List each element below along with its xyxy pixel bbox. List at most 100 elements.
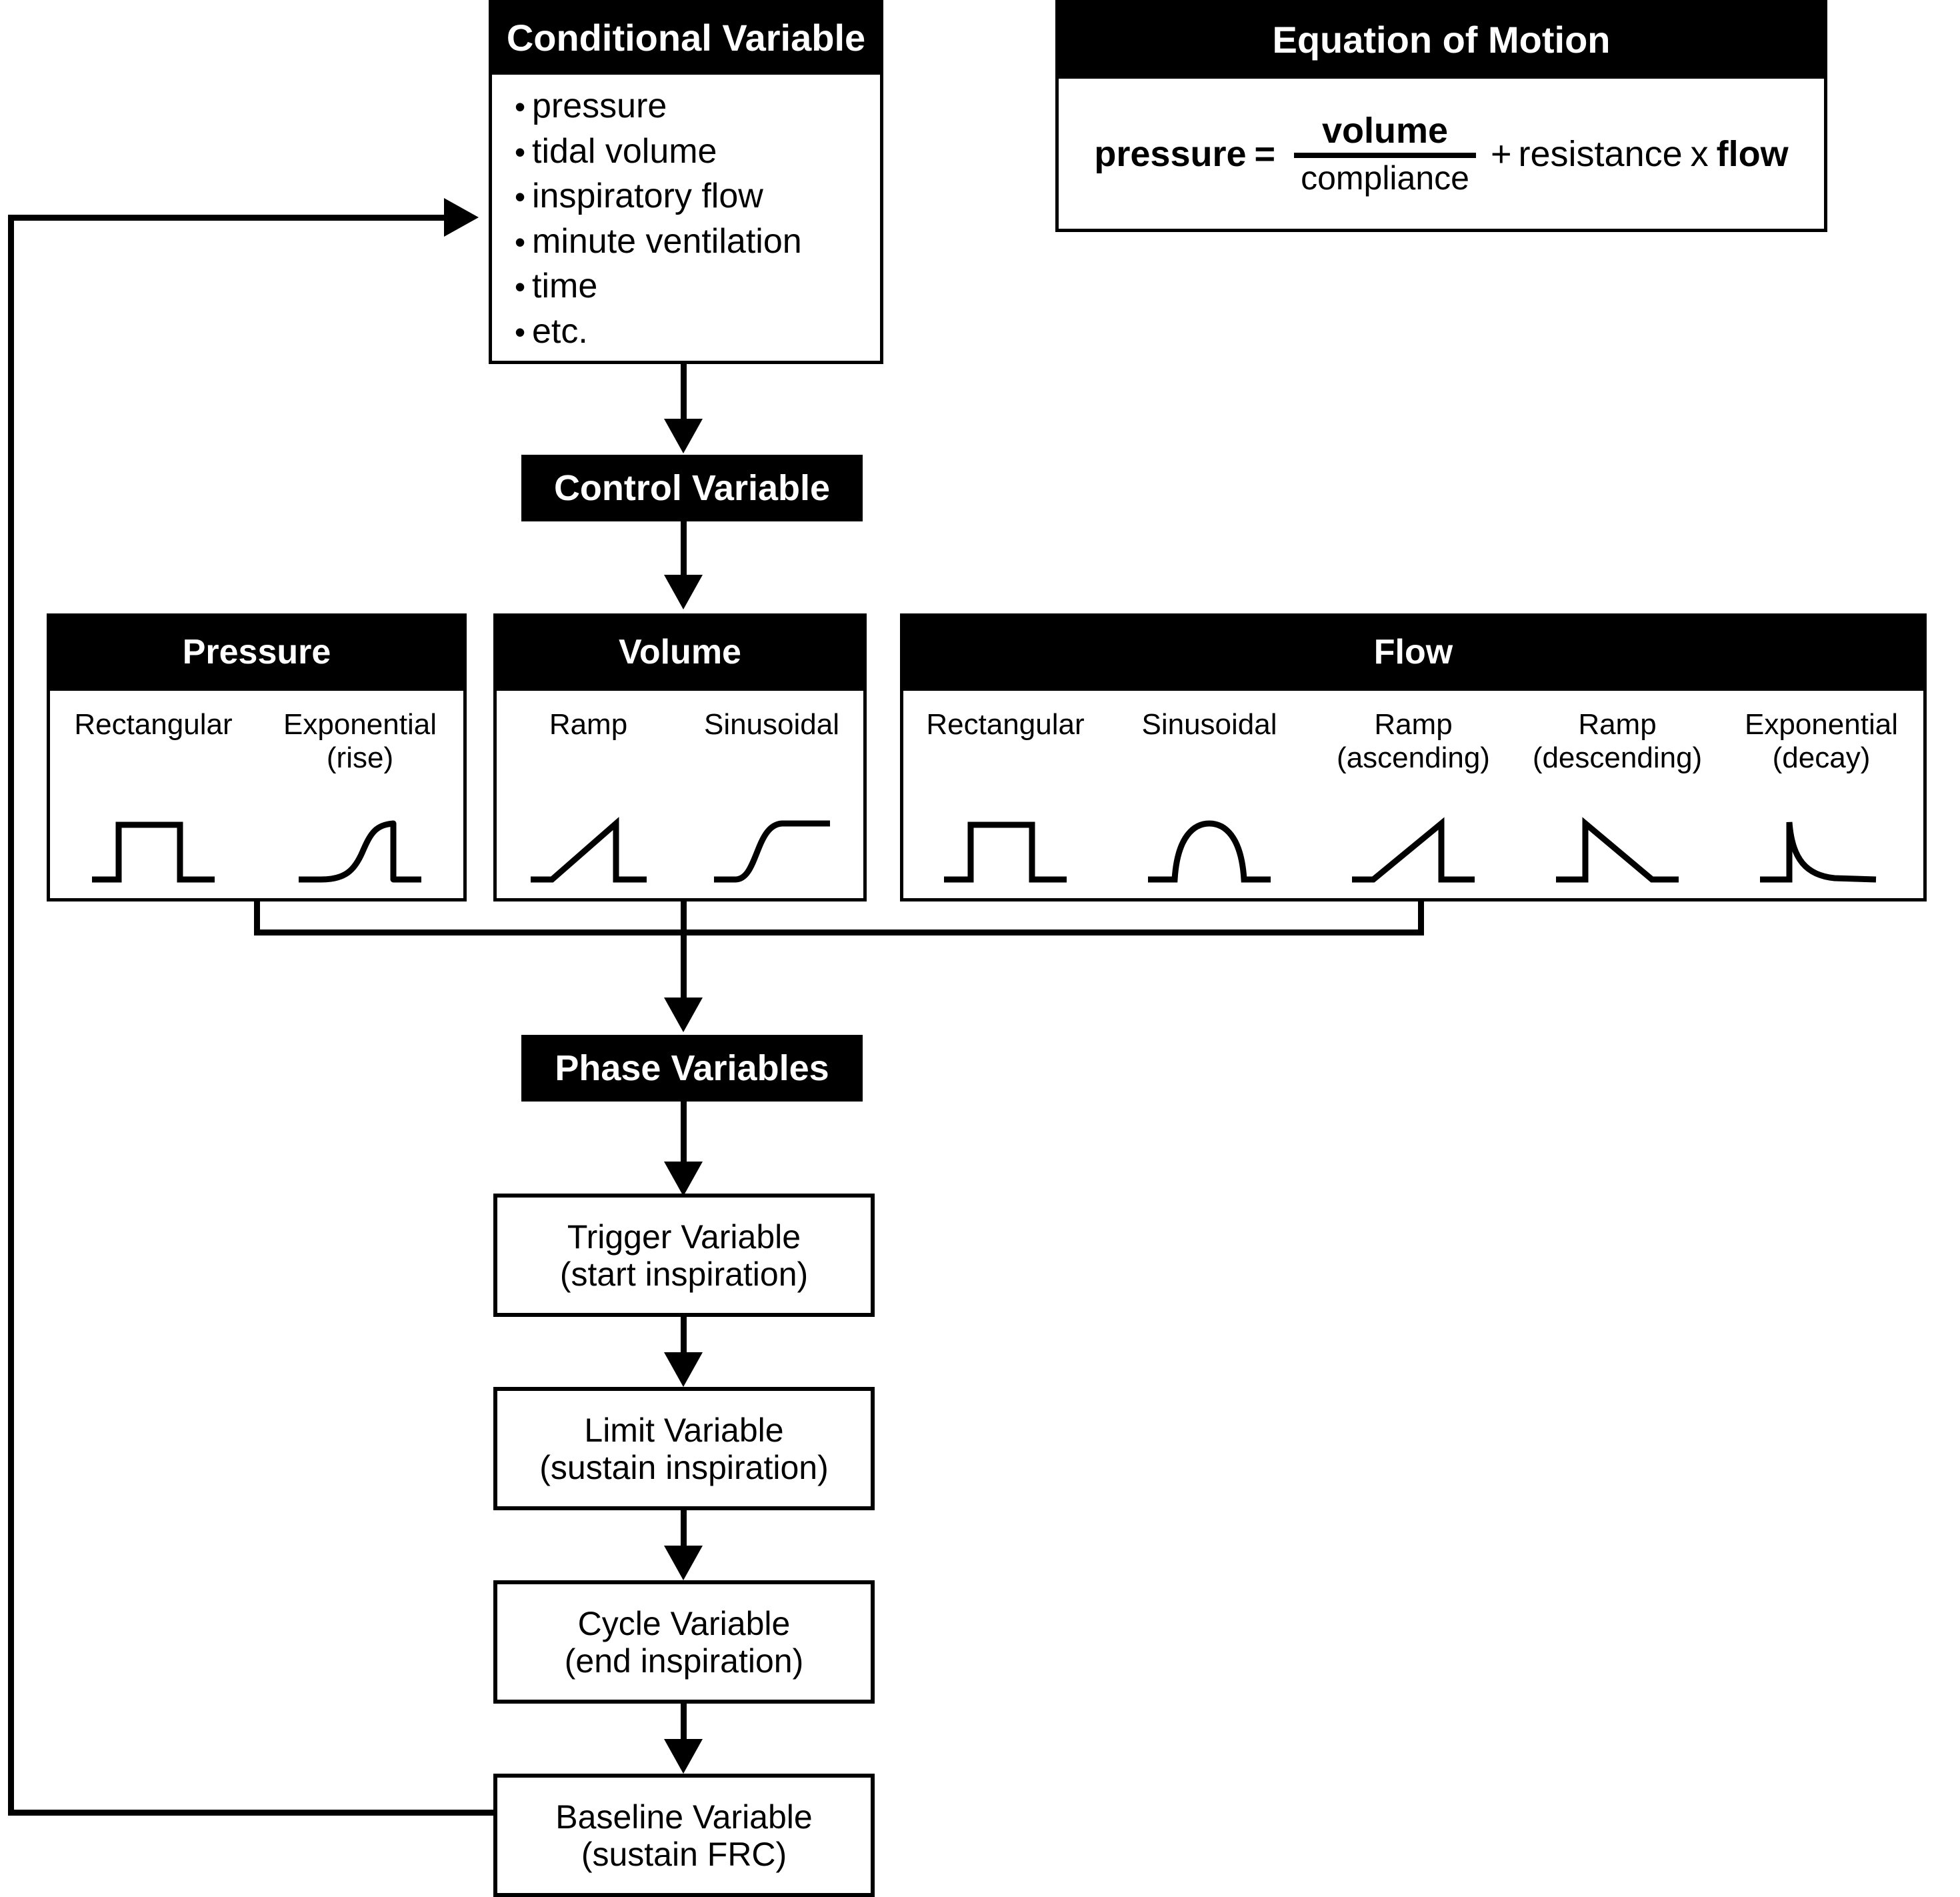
connector-phase-to-trigger <box>681 1102 687 1175</box>
phase-box-baseline-variable: Baseline Variable (sustain FRC) <box>493 1774 875 1897</box>
waveform-cell: Ramp (ascending) <box>1311 691 1515 898</box>
control-group-pressure: Pressure Rectangular Exponential (rise) <box>47 613 467 901</box>
equation-expression: pressure = volume compliance + resistanc… <box>1059 79 1824 229</box>
ramp-descending-waveform-icon <box>1556 817 1679 883</box>
equation-plus: + <box>1490 133 1512 174</box>
arrowhead-control-to-groups <box>664 575 703 609</box>
group-header-pressure: Pressure <box>47 613 467 691</box>
group-title-volume: Volume <box>619 633 741 671</box>
phase-box-detail: (start inspiration) <box>559 1255 809 1293</box>
bullet-icon: • <box>515 314 526 349</box>
group-header-volume: Volume <box>493 613 867 691</box>
rectangular-waveform-icon <box>92 821 215 883</box>
arrowhead-limit-to-cycle <box>664 1546 703 1580</box>
connector-merge-bar <box>254 929 1424 935</box>
arrowhead-trigger-to-limit <box>664 1352 703 1387</box>
waveform-cell: Rectangular <box>903 691 1107 898</box>
bullet-icon: • <box>515 134 526 169</box>
ramp-ascending-waveform-icon <box>530 817 647 883</box>
waveform-cell: Ramp (descending) <box>1515 691 1719 898</box>
waveform-label: Sinusoidal <box>703 708 840 741</box>
phase-box-detail: (sustain inspiration) <box>539 1448 829 1486</box>
connector-flow-down <box>1418 901 1424 935</box>
bullet-icon: • <box>515 179 526 215</box>
waveform-label: Ramp (descending) <box>1532 708 1703 774</box>
phase-box-name: Limit Variable <box>584 1411 784 1449</box>
control-variable-box: Control Variable <box>521 455 863 521</box>
equation-denominator: compliance <box>1301 159 1469 197</box>
equation-fraction: volume compliance <box>1294 112 1476 195</box>
waveform-label: Ramp (ascending) <box>1337 708 1490 774</box>
bullet-icon: • <box>515 224 526 259</box>
waveform-label: Rectangular <box>74 708 233 741</box>
connector-control-to-groups <box>681 521 687 588</box>
connector-trigger-to-limit <box>681 1317 687 1364</box>
phase-variables-title: Phase Variables <box>555 1048 829 1088</box>
phase-box-name: Baseline Variable <box>555 1798 813 1836</box>
group-header-flow: Flow <box>900 613 1927 691</box>
group-title-pressure: Pressure <box>182 633 331 671</box>
waveform-label: Rectangular <box>926 708 1085 741</box>
list-item: •etc. <box>515 311 588 351</box>
arrowhead-merge-to-phase <box>664 998 703 1032</box>
equation-flow: flow <box>1716 133 1789 174</box>
waveform-cell: Sinusoidal <box>680 691 863 898</box>
equation-lhs: pressure <box>1094 133 1247 174</box>
conditional-variable-list: •pressure •tidal volume •inspiratory flo… <box>515 84 880 355</box>
equation-numerator: volume <box>1321 110 1449 151</box>
equation-of-motion-header: Equation of Motion <box>1055 0 1827 79</box>
waveform-label: Ramp <box>549 708 628 741</box>
connector-cycle-to-baseline <box>681 1704 687 1750</box>
list-item: •pressure <box>515 87 667 125</box>
phase-box-detail: (end inspiration) <box>564 1642 804 1680</box>
feedback-line-bottom <box>8 1810 495 1816</box>
waveform-label: Exponential (decay) <box>1745 708 1898 774</box>
phase-box-name: Cycle Variable <box>577 1604 791 1642</box>
arrowhead-conditional-to-control <box>664 419 703 453</box>
arrowhead-phase-to-trigger <box>664 1162 703 1196</box>
phase-box-detail: (sustain FRC) <box>581 1835 787 1873</box>
group-body-volume: Ramp Sinusoidal <box>493 691 867 901</box>
connector-limit-to-cycle <box>681 1510 687 1557</box>
equation-of-motion-body: pressure = volume compliance + resistanc… <box>1055 79 1827 232</box>
phase-box-limit-variable: Limit Variable (sustain inspiration) <box>493 1387 875 1510</box>
group-body-pressure: Rectangular Exponential (rise) <box>47 691 467 901</box>
control-variable-title: Control Variable <box>553 468 831 508</box>
equation-of-motion-card: Equation of Motion pressure = volume com… <box>1055 0 1827 232</box>
connector-pressure-down <box>254 901 260 935</box>
connector-volume-down <box>681 901 687 935</box>
exponential-decay-waveform-icon <box>1760 821 1877 883</box>
list-item: •inspiratory flow <box>515 177 763 216</box>
bullet-icon: • <box>515 89 526 124</box>
list-item: •minute ventilation <box>515 221 802 261</box>
phase-box-name: Trigger Variable <box>567 1218 801 1256</box>
conditional-variable-body: •pressure •tidal volume •inspiratory flo… <box>489 75 883 364</box>
equation-equals: = <box>1254 133 1276 174</box>
list-item: •time <box>515 267 598 306</box>
connector-merge-to-phase <box>681 929 687 1010</box>
arrowhead-cycle-to-baseline <box>664 1739 703 1774</box>
waveform-cell: Exponential (decay) <box>1719 691 1923 898</box>
feedback-line-left <box>8 215 14 1815</box>
list-item: •tidal volume <box>515 131 717 171</box>
connector-conditional-to-control <box>681 364 687 431</box>
conditional-variable-header: Conditional Variable <box>489 0 883 75</box>
control-group-flow: Flow Rectangular Sinusoidal <box>900 613 1927 901</box>
equation-resistance: resistance <box>1518 133 1683 174</box>
fraction-bar <box>1294 152 1476 158</box>
conditional-variable-card: Conditional Variable •pressure •tidal vo… <box>489 0 883 364</box>
phase-box-trigger-variable: Trigger Variable (start inspiration) <box>493 1194 875 1317</box>
control-group-volume: Volume Ramp Sinusoidal <box>493 613 867 901</box>
arrowhead-feedback-to-conditional <box>444 198 479 237</box>
feedback-line-top <box>8 215 448 221</box>
waveform-cell: Exponential (rise) <box>257 691 463 898</box>
half-sine-waveform-icon <box>1148 820 1271 883</box>
equation-times: x <box>1690 133 1709 174</box>
group-body-flow: Rectangular Sinusoidal Ramp <box>900 691 1927 901</box>
equation-of-motion-title: Equation of Motion <box>1272 18 1611 61</box>
ramp-ascending-waveform-icon <box>1352 817 1475 883</box>
bullet-icon: • <box>515 269 526 305</box>
sigmoid-waveform-icon <box>713 820 830 883</box>
waveform-label: Exponential (rise) <box>283 708 437 774</box>
group-title-flow: Flow <box>1373 633 1453 671</box>
